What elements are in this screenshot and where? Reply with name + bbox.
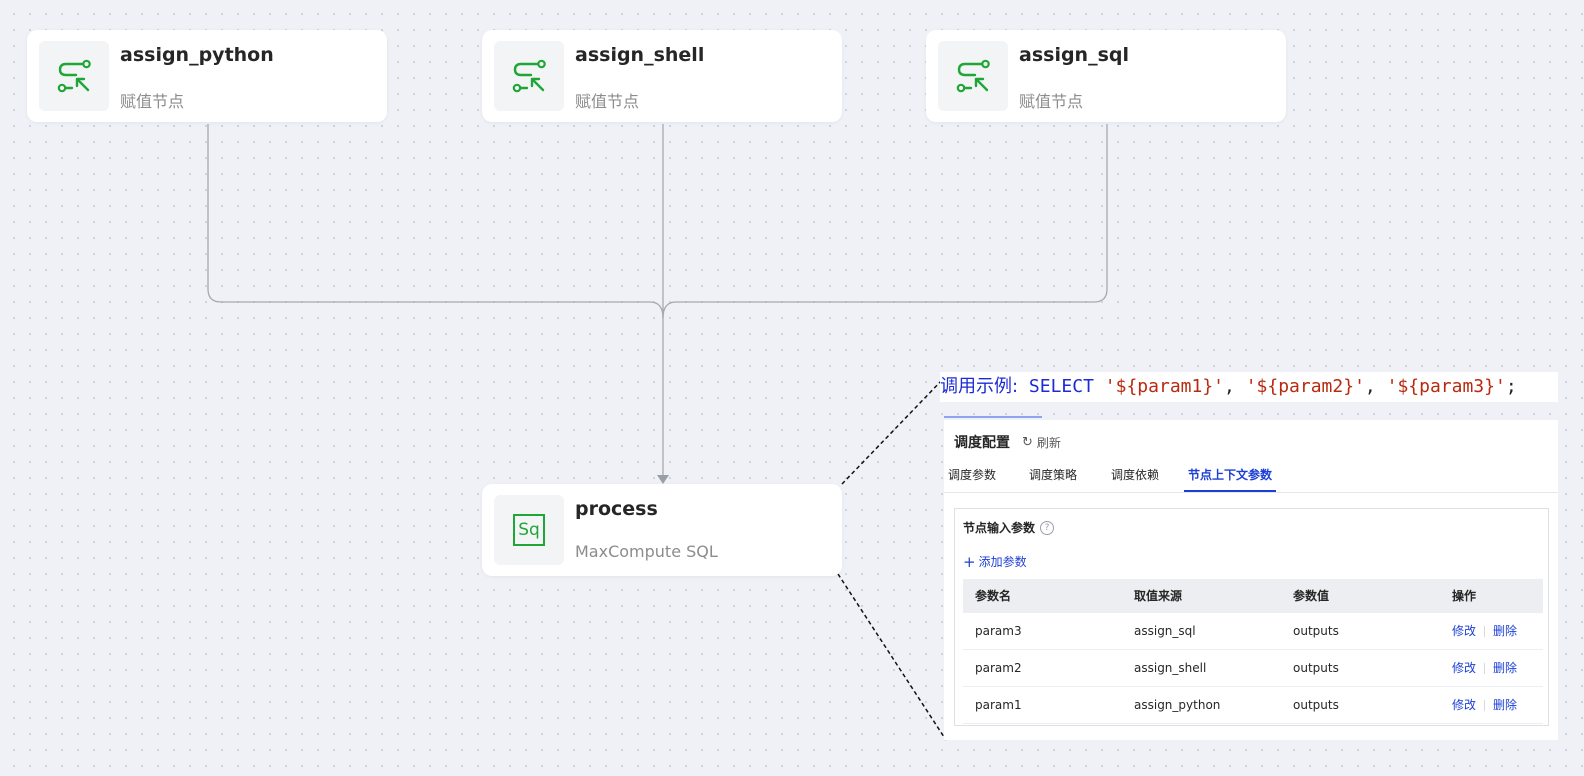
action-divider xyxy=(1484,625,1486,637)
node-type-label: MaxCompute SQL xyxy=(575,542,718,561)
assignment-node-icon xyxy=(494,41,564,111)
node-assign-shell[interactable]: assign_shell 赋值节点 xyxy=(482,30,842,122)
call-example: 调用示例: SELECT '${param1}', '${param2}', '… xyxy=(940,372,1558,402)
sql-node-icon: Sq xyxy=(494,495,564,565)
example-comma: , xyxy=(1224,376,1235,397)
table-row: param2 assign_shell outputs 修改 删除 xyxy=(963,650,1543,687)
edit-button[interactable]: 修改 xyxy=(1452,624,1477,638)
config-tabs: 调度参数 调度策略 调度依赖 节点上下文参数 xyxy=(944,466,1558,493)
example-arg-2: '${param2}' xyxy=(1245,376,1365,397)
sql-icon-text: Sq xyxy=(513,514,545,546)
example-arg-1: '${param1}' xyxy=(1104,376,1225,397)
assignment-node-icon xyxy=(39,41,109,111)
edit-button[interactable]: 修改 xyxy=(1452,661,1477,675)
header-value: 参数值 xyxy=(1293,589,1330,603)
param-value: outputs xyxy=(1293,698,1339,712)
example-comma: , xyxy=(1364,376,1376,397)
callout-line-bottom xyxy=(837,573,947,741)
node-title: assign_python xyxy=(120,44,274,66)
edge-assign-python-to-process xyxy=(207,124,664,319)
param-name: param3 xyxy=(975,624,1022,638)
param-value: outputs xyxy=(1293,624,1339,638)
param-source: assign_shell xyxy=(1134,661,1207,675)
action-divider xyxy=(1484,699,1486,711)
tab-schedule-policy[interactable]: 调度策略 xyxy=(1029,468,1078,482)
tab-node-context-params[interactable]: 节点上下文参数 xyxy=(1184,466,1277,492)
node-process[interactable]: Sq process MaxCompute SQL xyxy=(482,484,842,576)
params-table: 参数名 取值来源 参数值 操作 param3 assign_sql output… xyxy=(963,579,1543,724)
add-param-label: 添加参数 xyxy=(978,555,1027,569)
node-assign-python[interactable]: assign_python 赋值节点 xyxy=(27,30,387,122)
table-header: 参数名 取值来源 参数值 操作 xyxy=(963,579,1543,613)
panel-header: 调度配置 ↻ 刷新 xyxy=(954,432,1061,452)
delete-button[interactable]: 删除 xyxy=(1493,698,1518,712)
callout-line-top xyxy=(841,377,945,485)
node-type-label: 赋值节点 xyxy=(1019,92,1084,111)
help-icon[interactable]: ? xyxy=(1040,520,1055,535)
schedule-config-panel: 调度配置 ↻ 刷新 调度参数 调度策略 调度依赖 节点上下文参数 节点输入参数 … xyxy=(944,416,1558,740)
param-source: assign_sql xyxy=(1134,624,1196,638)
table-row: param1 assign_python outputs 修改 删除 xyxy=(963,687,1543,724)
example-terminator: ; xyxy=(1505,376,1517,397)
section-title: 节点输入参数 ? xyxy=(963,519,1055,536)
header-actions: 操作 xyxy=(1452,589,1477,603)
example-arg-3: '${param3}' xyxy=(1386,376,1506,397)
action-divider xyxy=(1484,662,1486,674)
node-assign-sql[interactable]: assign_sql 赋值节点 xyxy=(926,30,1286,122)
row-actions: 修改 删除 xyxy=(1452,687,1517,723)
row-actions: 修改 删除 xyxy=(1452,650,1517,686)
node-title: assign_sql xyxy=(1019,44,1130,66)
edge-assign-sql-to-process xyxy=(662,124,1108,319)
edit-button[interactable]: 修改 xyxy=(1452,698,1477,712)
node-title: assign_shell xyxy=(575,44,705,66)
table-row: param3 assign_sql outputs 修改 删除 xyxy=(963,613,1543,650)
node-type-label: 赋值节点 xyxy=(575,92,640,111)
param-source: assign_python xyxy=(1134,698,1221,712)
header-source: 取值来源 xyxy=(1134,589,1183,603)
node-type-label: 赋值节点 xyxy=(120,92,185,111)
example-keyword: SELECT xyxy=(1028,376,1094,397)
input-params-section: 节点输入参数 ? + 添加参数 参数名 取值来源 参数值 操作 param3 a… xyxy=(954,508,1549,726)
delete-button[interactable]: 删除 xyxy=(1493,624,1518,638)
delete-button[interactable]: 删除 xyxy=(1493,661,1518,675)
panel-accent xyxy=(944,416,1042,418)
node-title: process xyxy=(575,498,658,520)
plus-icon: + xyxy=(963,552,976,571)
tab-schedule-params[interactable]: 调度参数 xyxy=(948,468,997,482)
param-value: outputs xyxy=(1293,661,1339,675)
refresh-icon: ↻ xyxy=(1022,434,1033,450)
row-actions: 修改 删除 xyxy=(1452,613,1517,649)
tab-schedule-dependency[interactable]: 调度依赖 xyxy=(1111,468,1160,482)
section-title-text: 节点输入参数 xyxy=(963,521,1036,535)
refresh-label: 刷新 xyxy=(1036,435,1061,450)
assignment-node-icon xyxy=(938,41,1008,111)
add-param-button[interactable]: + 添加参数 xyxy=(963,553,1027,570)
header-param-name: 参数名 xyxy=(975,589,1012,603)
panel-title: 调度配置 xyxy=(954,435,1010,451)
refresh-button[interactable]: ↻ 刷新 xyxy=(1022,434,1061,451)
edge-arrowhead xyxy=(657,475,669,484)
example-label: 调用示例: xyxy=(940,376,1019,397)
param-name: param1 xyxy=(975,698,1022,712)
param-name: param2 xyxy=(975,661,1022,675)
